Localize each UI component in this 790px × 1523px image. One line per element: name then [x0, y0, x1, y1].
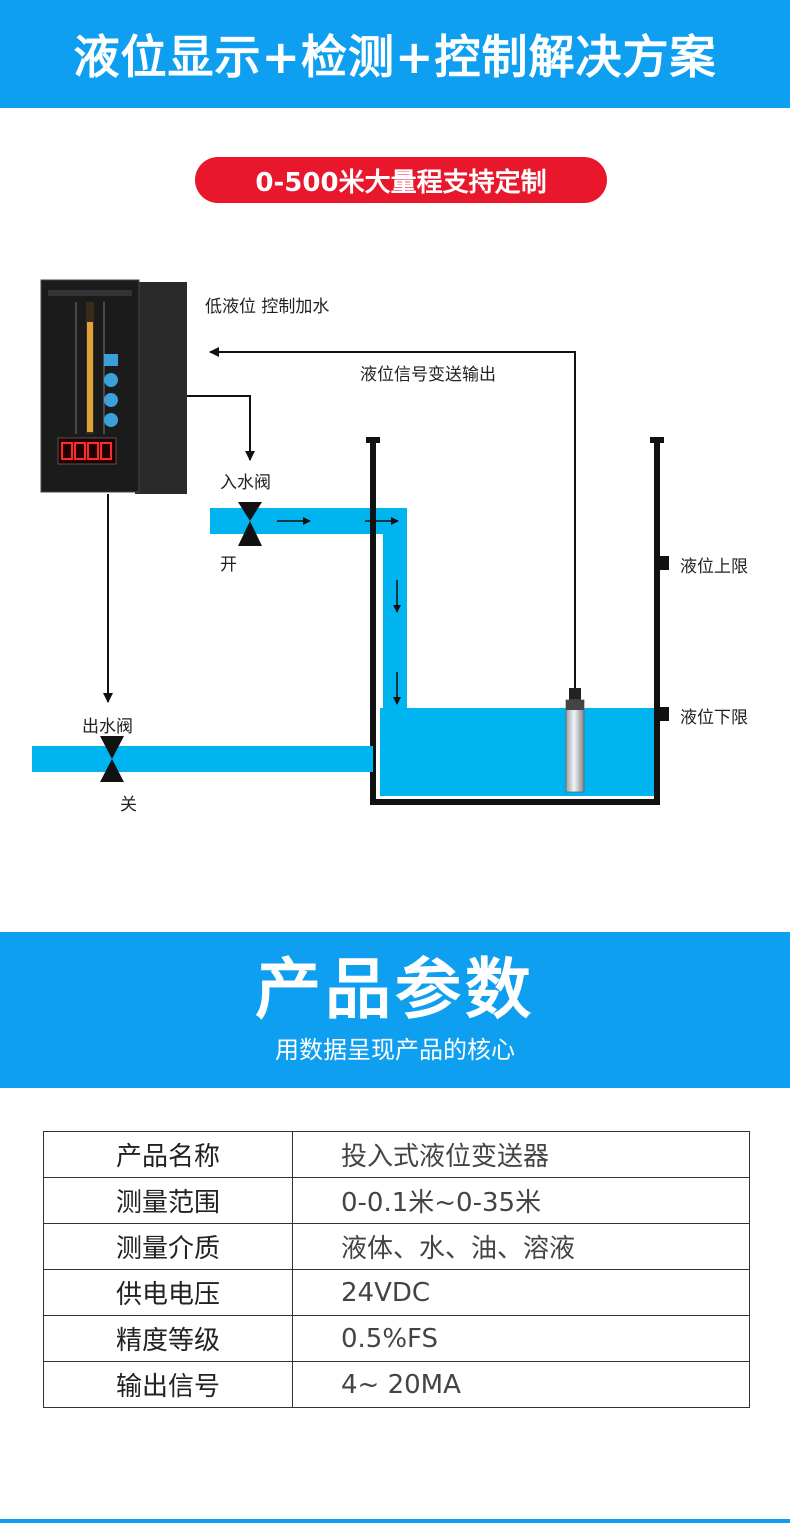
signal-line — [209, 347, 576, 688]
flow-arrows — [277, 517, 401, 705]
table-row: 精度等级 0.5%FS — [43, 1315, 750, 1362]
params-banner: 产品参数 用数据呈现产品的核心 — [0, 932, 790, 1088]
inlet-valve-label: 入水阀 — [220, 473, 271, 493]
table-row: 供电电压 24VDC — [43, 1269, 750, 1316]
param-value: 4~ 20MA — [292, 1361, 750, 1408]
tank — [366, 437, 669, 805]
tank-water — [380, 708, 654, 796]
upper-limit-marker — [657, 556, 669, 570]
param-value: 24VDC — [292, 1269, 750, 1316]
outlet-pipe — [32, 746, 373, 772]
param-value: 投入式液位变送器 — [292, 1131, 750, 1178]
upper-limit-label: 液位上限 — [680, 557, 748, 577]
controller-instrument — [40, 279, 187, 494]
header-banner: 液位显示+检测+控制解决方案 — [0, 0, 790, 108]
inlet-state-label: 开 — [220, 555, 237, 575]
low-level-note: 低液位 控制加水 — [205, 297, 330, 317]
level-control-diagram: 低液位 控制加水 液位信号变送输出 入水阀 开 出水阀 关 液位上限 液位下限 — [0, 250, 790, 870]
param-key: 供电电压 — [43, 1269, 293, 1316]
outlet-valve-icon — [100, 736, 124, 782]
param-value: 液体、水、油、溶液 — [292, 1223, 750, 1270]
section-subtitle: 用数据呈现产品的核心 — [275, 1036, 515, 1064]
section-title: 产品参数 — [255, 951, 535, 1028]
params-table: 产品名称 投入式液位变送器 测量范围 0-0.1米~0-35米 测量介质 液体、… — [43, 1131, 750, 1408]
page-title: 液位显示+检测+控制解决方案 — [73, 30, 717, 84]
lower-limit-marker — [657, 707, 669, 721]
param-value: 0-0.1米~0-35米 — [292, 1177, 750, 1224]
inlet-pipe — [210, 508, 407, 708]
level-probe — [565, 688, 585, 793]
table-row: 产品名称 投入式液位变送器 — [43, 1131, 750, 1178]
param-key: 精度等级 — [43, 1315, 293, 1362]
lower-limit-label: 液位下限 — [680, 708, 748, 728]
inlet-valve-icon — [238, 502, 262, 546]
signal-note: 液位信号变送输出 — [360, 365, 496, 385]
param-key: 测量介质 — [43, 1223, 293, 1270]
bottom-divider — [0, 1519, 790, 1523]
param-key: 产品名称 — [43, 1131, 293, 1178]
outlet-state-label: 关 — [120, 795, 137, 815]
table-row: 测量介质 液体、水、油、溶液 — [43, 1223, 750, 1270]
table-row: 测量范围 0-0.1米~0-35米 — [43, 1177, 750, 1224]
inlet-control-line — [187, 395, 255, 461]
param-key: 测量范围 — [43, 1177, 293, 1224]
range-badge: 0-500米大量程支持定制 — [195, 157, 607, 203]
diagram-drawing — [32, 279, 669, 805]
param-key: 输出信号 — [43, 1361, 293, 1408]
param-value: 0.5%FS — [292, 1315, 750, 1362]
table-row: 输出信号 4~ 20MA — [43, 1361, 750, 1408]
outlet-valve-label: 出水阀 — [82, 717, 133, 737]
